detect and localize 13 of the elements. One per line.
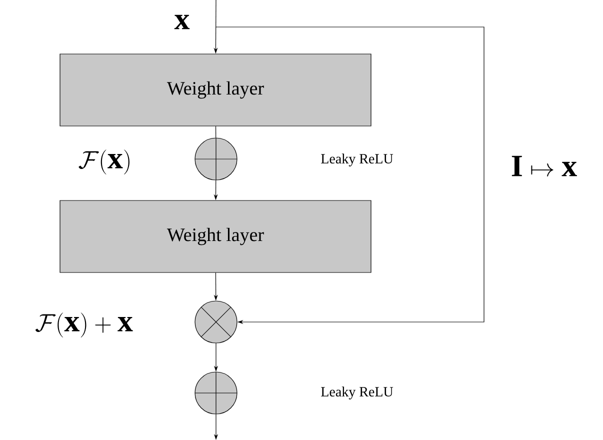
layer-box: Weight layer <box>60 200 372 273</box>
math-label: $\mathcal{F}(\mathbf{x}) + \mathbf{x}$ <box>35 312 133 338</box>
activation-label: Leaky ReLU <box>321 154 394 166</box>
multiplier-symbol <box>194 300 238 344</box>
adder-symbol <box>194 138 238 180</box>
skip-connection-arrow <box>216 26 484 324</box>
adder-symbol <box>194 372 238 414</box>
activation-label: Leaky ReLU <box>321 386 394 400</box>
edge-label: $\mathbf{I} \mapsto \mathbf{x}$ <box>512 156 577 176</box>
math-label: $\mathcal{F}(\mathbf{x})$ <box>78 150 130 174</box>
math-label: $\mathbf{x}$ <box>174 14 190 30</box>
layer-box: Weight layer <box>60 54 372 126</box>
connector-line <box>215 126 216 138</box>
